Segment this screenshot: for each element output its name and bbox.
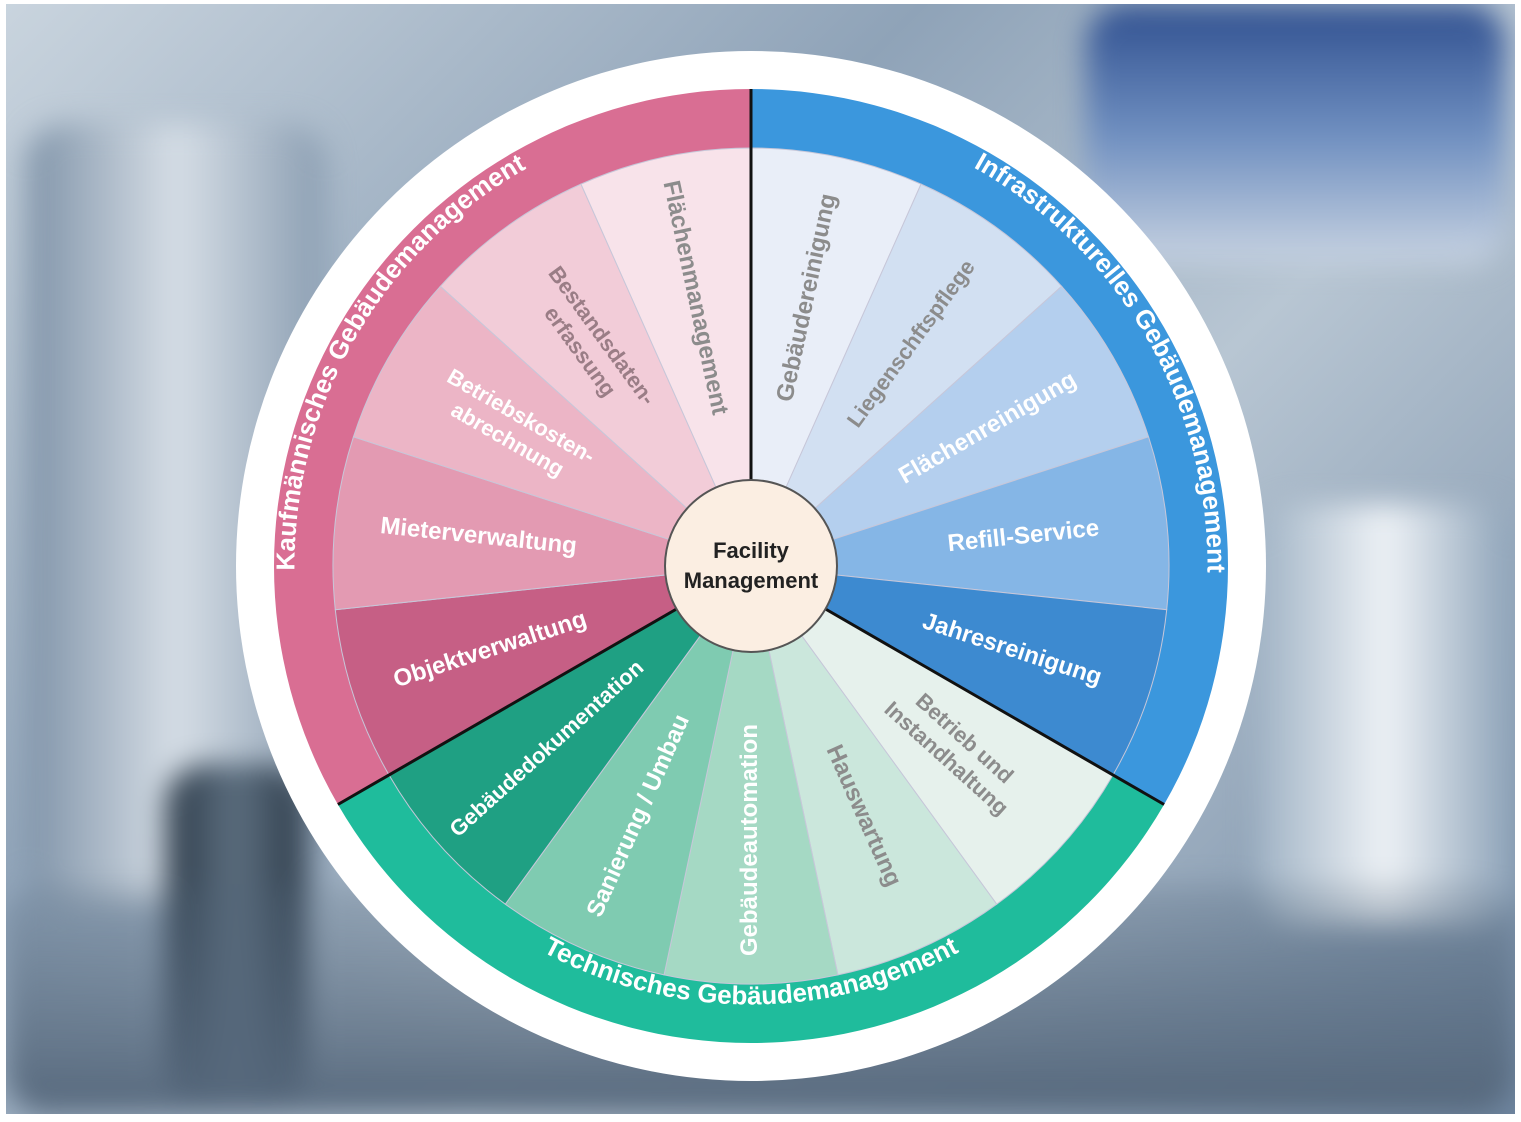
ring-kaufmaennisch — [274, 89, 751, 805]
background-pipe — [1256, 504, 1515, 924]
background-pipe — [1086, 4, 1506, 264]
group-dividers — [337, 89, 1165, 806]
ring-technisch — [337, 775, 1165, 1043]
outer-ring-group — [274, 89, 1228, 1043]
segment-group — [332, 147, 1170, 985]
center-title-line1: Facility — [713, 538, 790, 563]
segment-label: Gebäudeautomation — [736, 724, 763, 956]
center-title-line2: Management — [684, 568, 819, 593]
segment-label-line: Gebäudeautomation — [736, 724, 763, 956]
center-circle — [664, 479, 838, 653]
ring-infrastrukturell — [751, 89, 1228, 805]
group-divider-line — [337, 607, 678, 806]
group-divider-line — [824, 607, 1165, 806]
